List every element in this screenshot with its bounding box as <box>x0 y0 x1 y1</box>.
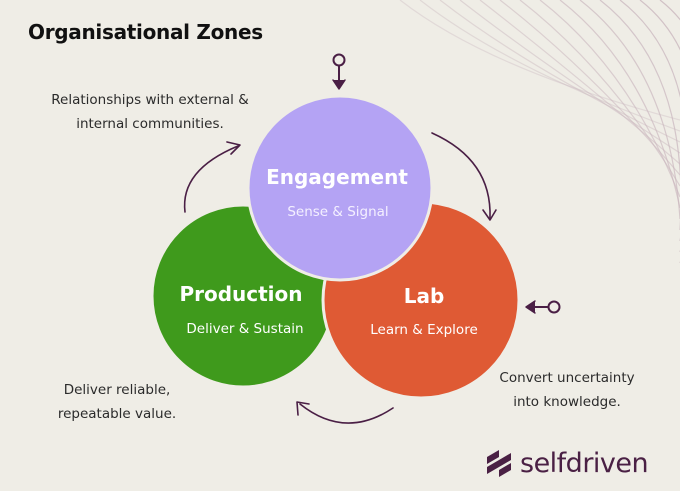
decorative-stripe <box>419 0 680 132</box>
input-arrow-top <box>332 53 346 90</box>
engagement-subtitle: Sense & Signal <box>287 204 388 220</box>
lab-title: Lab <box>404 284 445 308</box>
production-note-line-2: repeatable value. <box>57 406 177 422</box>
decorative-stripe <box>579 0 680 220</box>
decorative-stripe <box>499 0 680 176</box>
engagement-note: Relationships with external & internal c… <box>45 88 255 136</box>
decorative-stripe <box>599 0 680 230</box>
lab-note-line-1: Convert uncertainty <box>499 370 635 386</box>
input-arrow-right <box>525 300 561 314</box>
arrow-engagement-to-lab <box>431 132 497 221</box>
decorative-stripe <box>559 0 680 209</box>
arrow-lab-to-production <box>296 401 394 424</box>
selfdriven-logo-icon <box>487 450 511 477</box>
decorative-stripe <box>639 0 680 252</box>
lab-note-line-2: into knowledge. <box>513 394 621 410</box>
lab-note: Convert uncertainty into knowledge. <box>492 366 642 414</box>
decorative-stripe <box>439 0 680 143</box>
engagement-note-line-2: internal communities. <box>76 116 224 132</box>
decorative-stripe <box>479 0 680 165</box>
production-title: Production <box>179 282 302 306</box>
decorative-stripe <box>519 0 680 187</box>
engagement-note-line-1: Relationships with external & <box>51 92 249 108</box>
brand-name: selfdriven <box>520 447 649 479</box>
production-note-line-1: Deliver reliable, <box>63 382 171 398</box>
engagement-circle <box>246 94 434 282</box>
production-note: Deliver reliable, repeatable value. <box>42 378 192 426</box>
lab-subtitle: Learn & Explore <box>370 322 478 338</box>
decorative-stripe <box>399 0 680 121</box>
production-subtitle: Deliver & Sustain <box>186 321 303 337</box>
decorative-stripe <box>539 0 680 198</box>
decorative-stripe <box>659 0 680 263</box>
arrow-production-to-engagement <box>183 141 241 213</box>
engagement-title: Engagement <box>266 165 408 189</box>
brand-logo: selfdriven <box>484 446 649 480</box>
decorative-stripe <box>459 0 680 154</box>
page-title: Organisational Zones <box>28 20 263 44</box>
